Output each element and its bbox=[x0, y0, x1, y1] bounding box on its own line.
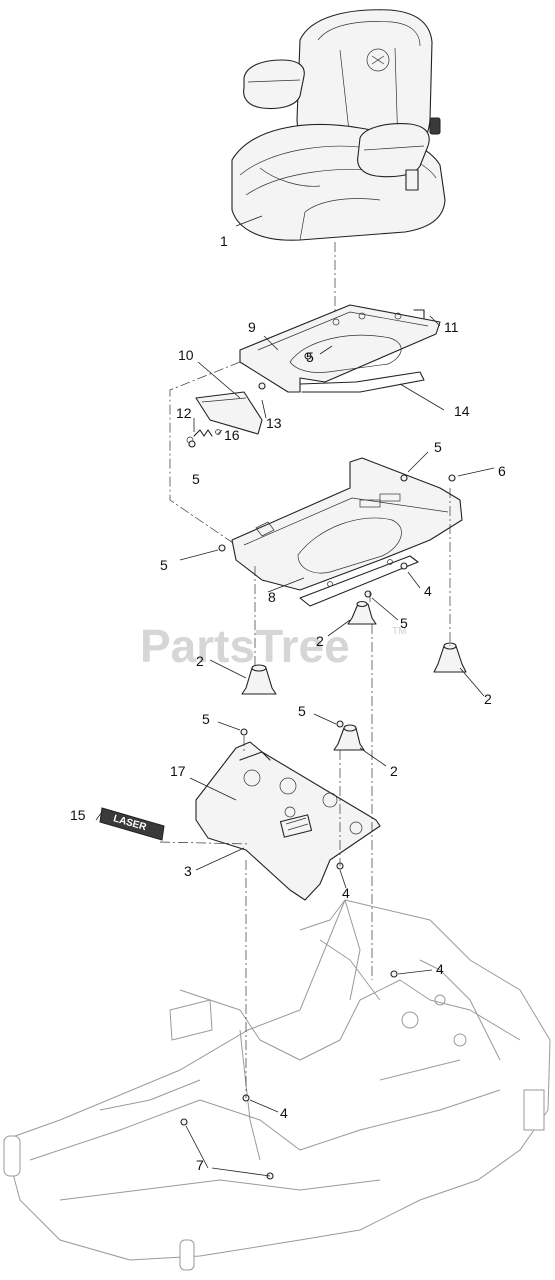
callout-9: 9 bbox=[248, 319, 256, 335]
callout-5a: 5 bbox=[306, 349, 314, 365]
callout-13: 13 bbox=[266, 415, 282, 431]
callout-4b: 4 bbox=[342, 885, 350, 901]
seat-bolt bbox=[413, 309, 425, 319]
center-lines bbox=[159, 488, 451, 1098]
callout-5d: 5 bbox=[160, 557, 168, 573]
callout-7: 7 bbox=[196, 1157, 204, 1173]
seat-pan bbox=[195, 741, 381, 901]
callout-5f: 5 bbox=[202, 711, 210, 727]
callout-4c: 4 bbox=[436, 961, 444, 977]
callout-14: 14 bbox=[454, 403, 470, 419]
callout-4a: 4 bbox=[424, 583, 432, 599]
mower-frame bbox=[3, 899, 551, 1271]
callout-11: 11 bbox=[444, 319, 459, 335]
seat-bracket bbox=[195, 391, 263, 435]
seat-slide-rod bbox=[299, 371, 425, 393]
callout-5b: 5 bbox=[192, 471, 200, 487]
callout-3: 3 bbox=[184, 863, 192, 879]
callout-5g: 5 bbox=[298, 703, 306, 719]
callout-2a: 2 bbox=[196, 653, 204, 669]
hardware bbox=[180, 352, 456, 1180]
callout-8: 8 bbox=[268, 589, 276, 605]
callout-5c: 5 bbox=[434, 439, 442, 455]
leader-lines bbox=[95, 215, 495, 1177]
callout-2b: 2 bbox=[316, 633, 324, 649]
suspension-plate bbox=[231, 457, 463, 607]
seat-mount-plate bbox=[239, 304, 441, 393]
callout-16: 16 bbox=[224, 427, 240, 443]
rubber-isolators bbox=[241, 600, 467, 751]
watermark-brand: PartsTree bbox=[140, 620, 350, 672]
callout-5e: 5 bbox=[400, 615, 408, 631]
callout-10: 10 bbox=[178, 347, 194, 363]
callout-4d: 4 bbox=[280, 1105, 288, 1121]
callout-1: 1 bbox=[220, 233, 228, 249]
callout-6: 6 bbox=[498, 463, 506, 479]
laser-decal: LASER bbox=[99, 807, 165, 841]
callout-2c: 2 bbox=[484, 691, 492, 707]
spring bbox=[193, 429, 213, 437]
callout-17: 17 bbox=[170, 763, 186, 779]
seat-assembly bbox=[231, 9, 446, 241]
watermark-tm: TM bbox=[392, 626, 406, 637]
callout-15: 15 bbox=[70, 807, 86, 823]
callout-12: 12 bbox=[176, 405, 192, 421]
callout-labels: 1 2 2 2 2 2 3 4 4 4 4 5 5 5 5 5 5 5 6 7 … bbox=[70, 233, 506, 1173]
callout-2d: 2 bbox=[390, 763, 398, 779]
